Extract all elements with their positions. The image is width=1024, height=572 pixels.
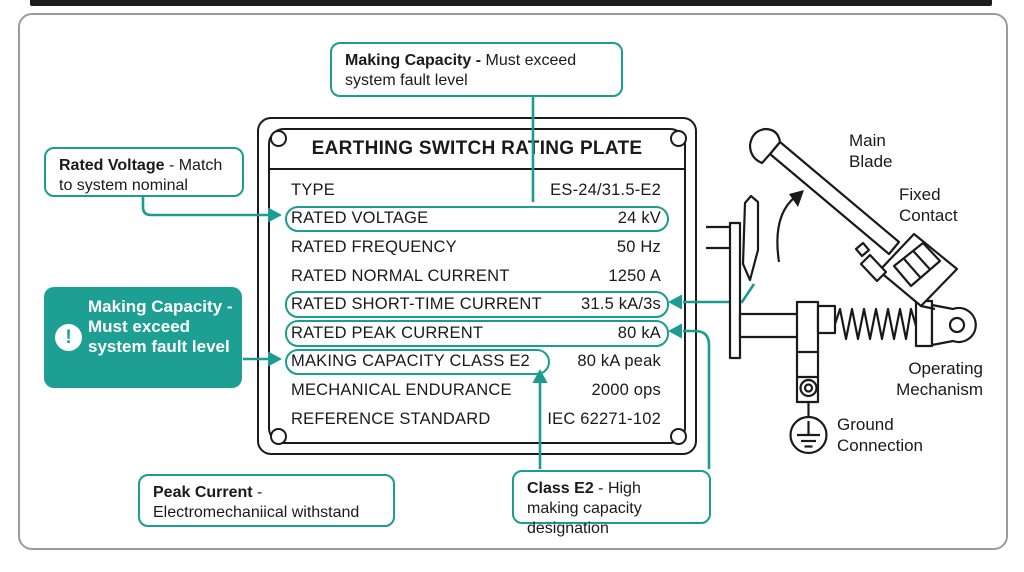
row-value: 24 kV xyxy=(617,209,661,228)
callout-lead: Rated Voltage xyxy=(59,157,165,174)
row-value: 80 kA peak xyxy=(577,352,661,371)
row-value: 50 Hz xyxy=(616,237,661,256)
table-row: RATED NORMAL CURRENT 1250 A xyxy=(285,262,669,291)
table-row: RATED PEAK CURRENT 80 kA xyxy=(285,319,669,348)
callout-lead: Making Capacity - xyxy=(345,52,486,69)
label-fixed-contact: Fixed Contact xyxy=(899,185,958,225)
callout-rest: - Match to system nominal xyxy=(59,157,223,194)
table-row: RATED VOLTAGE 24 kV xyxy=(285,205,669,234)
callout-rest: - High making capacity designation xyxy=(527,480,642,537)
row-label: TYPE xyxy=(291,180,335,199)
row-label: MAKING CAPACITY CLASS E2 xyxy=(291,352,530,371)
row-label: RATED SHORT-TIME CURRENT xyxy=(291,295,542,314)
screw-icon xyxy=(670,428,687,445)
row-highlight xyxy=(285,348,550,376)
plate-title: EARTHING SWITCH RATING PLATE xyxy=(311,138,643,159)
label-ground-connection: Ground Connection xyxy=(837,415,924,455)
callout-rest: Must exceed system fault level xyxy=(345,52,577,89)
table-row: REFERENCE STANDARD IEC 62271-102 xyxy=(285,405,669,434)
callout-class-e2: Class E2 - High making capacity designat… xyxy=(512,470,711,537)
callout-rated-voltage: Rated Voltage - Match to system nominal xyxy=(44,147,244,197)
table-row: MAKING CAPACITY CLASS E2 80 kA peak xyxy=(285,348,669,377)
plate-rows: TYPE ES-24/31.5-E2 RATED VOLTAGE 24 kV R… xyxy=(285,176,669,433)
callout-making-capacity-top: Making Capacity - Must exceed system fau… xyxy=(330,42,623,97)
row-value: 1250 A xyxy=(608,266,661,285)
label-operating-mechanism: Operating Mechanism xyxy=(896,359,983,399)
row-label: RATED VOLTAGE xyxy=(291,209,429,228)
row-highlight xyxy=(285,205,669,233)
row-value: 31.5 kA/3s xyxy=(581,295,661,314)
rating-plate: EARTHING SWITCH RATING PLATE TYPE ES-24/… xyxy=(257,117,697,455)
table-row: TYPE ES-24/31.5-E2 xyxy=(285,176,669,205)
callout-lead: Peak Current xyxy=(153,484,253,501)
row-label: RATED NORMAL CURRENT xyxy=(291,266,510,285)
row-value: IEC 62271-102 xyxy=(547,409,661,428)
screw-icon xyxy=(670,130,687,147)
row-label: REFERENCE STANDARD xyxy=(291,409,491,428)
screw-icon xyxy=(270,428,287,445)
callout-lead: Class E2 xyxy=(527,480,594,497)
row-label: RATED FREQUENCY xyxy=(291,237,457,256)
callout-rest: - Electromechaniical withstand xyxy=(153,484,360,521)
table-row: RATED FREQUENCY 50 Hz xyxy=(285,233,669,262)
row-label: RATED PEAK CURRENT xyxy=(291,323,484,342)
title-rule xyxy=(269,168,685,170)
screw-icon xyxy=(270,130,287,147)
row-value: ES-24/31.5-E2 xyxy=(550,180,661,199)
warning-text: Making Capacity - Must exceed system fau… xyxy=(88,297,233,356)
callout-peak-current: Peak Current - Electromechaniical withst… xyxy=(138,474,395,527)
alert-icon: ! xyxy=(55,324,82,351)
label-main-blade: Main Blade xyxy=(849,131,893,171)
table-row: RATED SHORT-TIME CURRENT 31.5 kA/3s xyxy=(285,290,669,319)
top-crop-bar xyxy=(30,0,992,6)
row-value: 2000 ops xyxy=(591,380,661,399)
row-value: 80 kA xyxy=(617,323,661,342)
table-row: MECHANICAL ENDURANCE 2000 ops xyxy=(285,376,669,405)
callout-making-capacity-warning: ! Making Capacity - Must exceed system f… xyxy=(44,287,242,388)
row-label: MECHANICAL ENDURANCE xyxy=(291,380,512,399)
